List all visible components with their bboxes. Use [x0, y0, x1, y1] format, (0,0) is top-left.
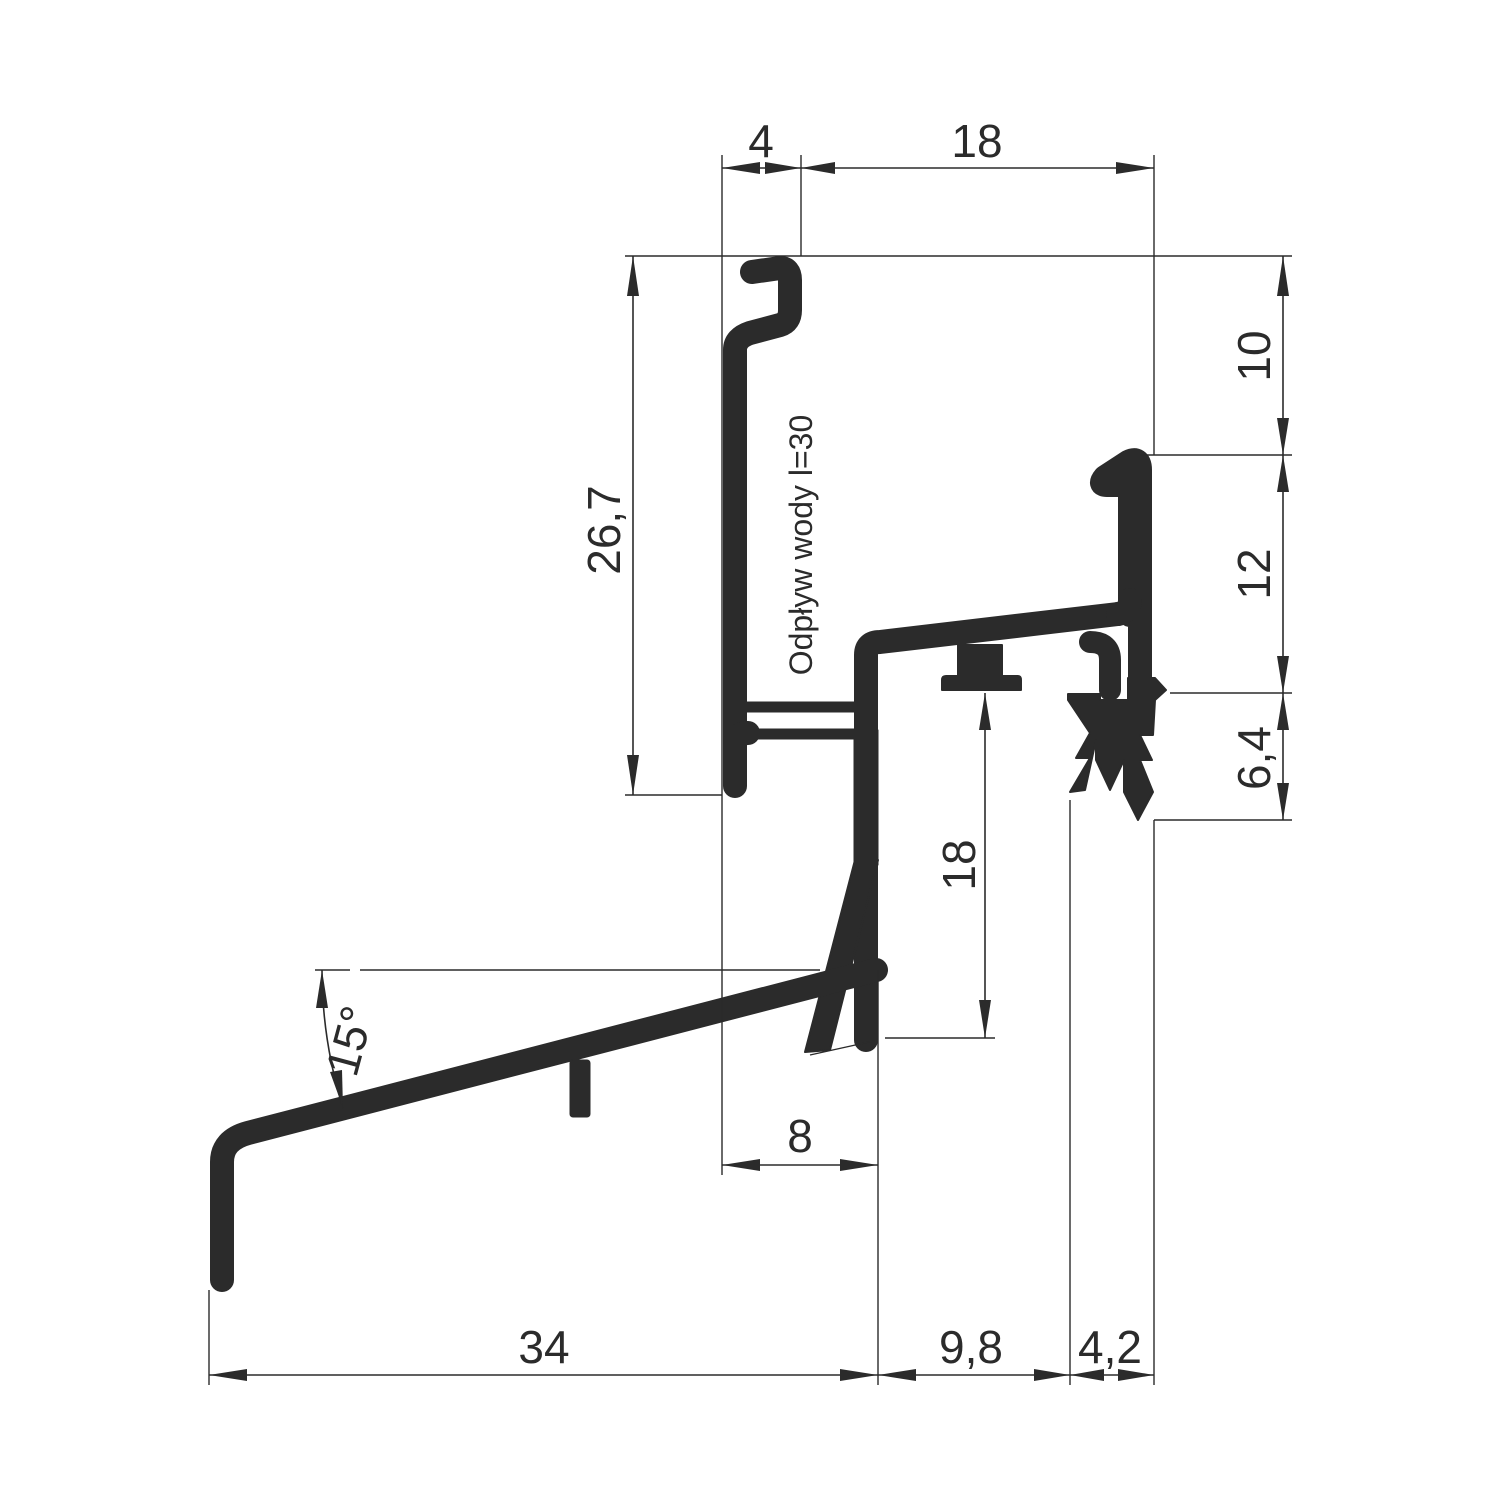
arrow	[627, 256, 639, 296]
arrow	[878, 1369, 916, 1381]
dim-label-bottom-left: 34	[518, 1321, 569, 1373]
left-lower-stub	[723, 721, 760, 798]
arrow	[1277, 256, 1289, 296]
top-hook	[723, 256, 802, 787]
drain-slot-bar-bottom	[744, 728, 861, 740]
arrow	[1277, 656, 1289, 693]
arrow	[979, 693, 991, 730]
sloped-sill	[210, 958, 888, 1292]
arrow	[627, 755, 639, 795]
dim-label-bottom-right: 4,2	[1078, 1321, 1142, 1373]
dimension-labels: 4 18 26,7 10 12 6,4 18 15° 8 34 9,8 4,2 …	[315, 115, 1280, 1373]
extension-lines	[208, 155, 1292, 1385]
dim-label-inner-height: 18	[933, 839, 985, 890]
arrow	[801, 162, 835, 174]
ext-line	[809, 1039, 879, 1056]
drain-slot-bar-top	[744, 701, 861, 713]
arrow	[840, 1369, 878, 1381]
water-drain-note: Odpływ wody l=30	[783, 415, 819, 676]
t-stub	[941, 644, 1022, 691]
arrow	[1277, 455, 1289, 492]
serrated-seal	[1067, 677, 1167, 821]
aluminium-profile	[210, 256, 1167, 1292]
right-flange-corner	[1106, 588, 1142, 626]
web-lower	[853, 729, 879, 866]
dim-label-angle: 15°	[315, 1001, 383, 1082]
arrow	[209, 1369, 247, 1381]
arrow	[979, 1000, 991, 1038]
sill-rib	[569, 1059, 591, 1118]
dim-label-height-right-bottom: 6,4	[1228, 726, 1280, 790]
right-hook	[1090, 448, 1152, 712]
dim-label-height-right-top: 10	[1228, 330, 1280, 381]
arrow	[722, 1159, 760, 1171]
arrow	[1034, 1369, 1070, 1381]
arrow	[1116, 162, 1154, 174]
arrow	[1277, 693, 1289, 730]
dim-label-bottom-mid: 9,8	[939, 1321, 1003, 1373]
arrow	[1118, 1369, 1154, 1381]
dim-label-offset: 8	[787, 1110, 813, 1162]
arrow	[1277, 418, 1289, 455]
arrow	[316, 970, 328, 1008]
dim-label-height-right-mid: 12	[1228, 548, 1280, 599]
dimension-lines	[209, 162, 1289, 1381]
arrow	[1277, 783, 1289, 820]
arrow	[840, 1159, 878, 1171]
dim-label-top-right: 18	[951, 115, 1002, 167]
right-inner-lip	[1079, 631, 1121, 701]
arrow	[1070, 1369, 1104, 1381]
arrow	[330, 1070, 343, 1108]
dim-label-height-left: 26,7	[578, 485, 630, 575]
arrow	[722, 162, 760, 174]
dim-label-top-left: 4	[748, 115, 774, 167]
arrow	[765, 162, 801, 174]
